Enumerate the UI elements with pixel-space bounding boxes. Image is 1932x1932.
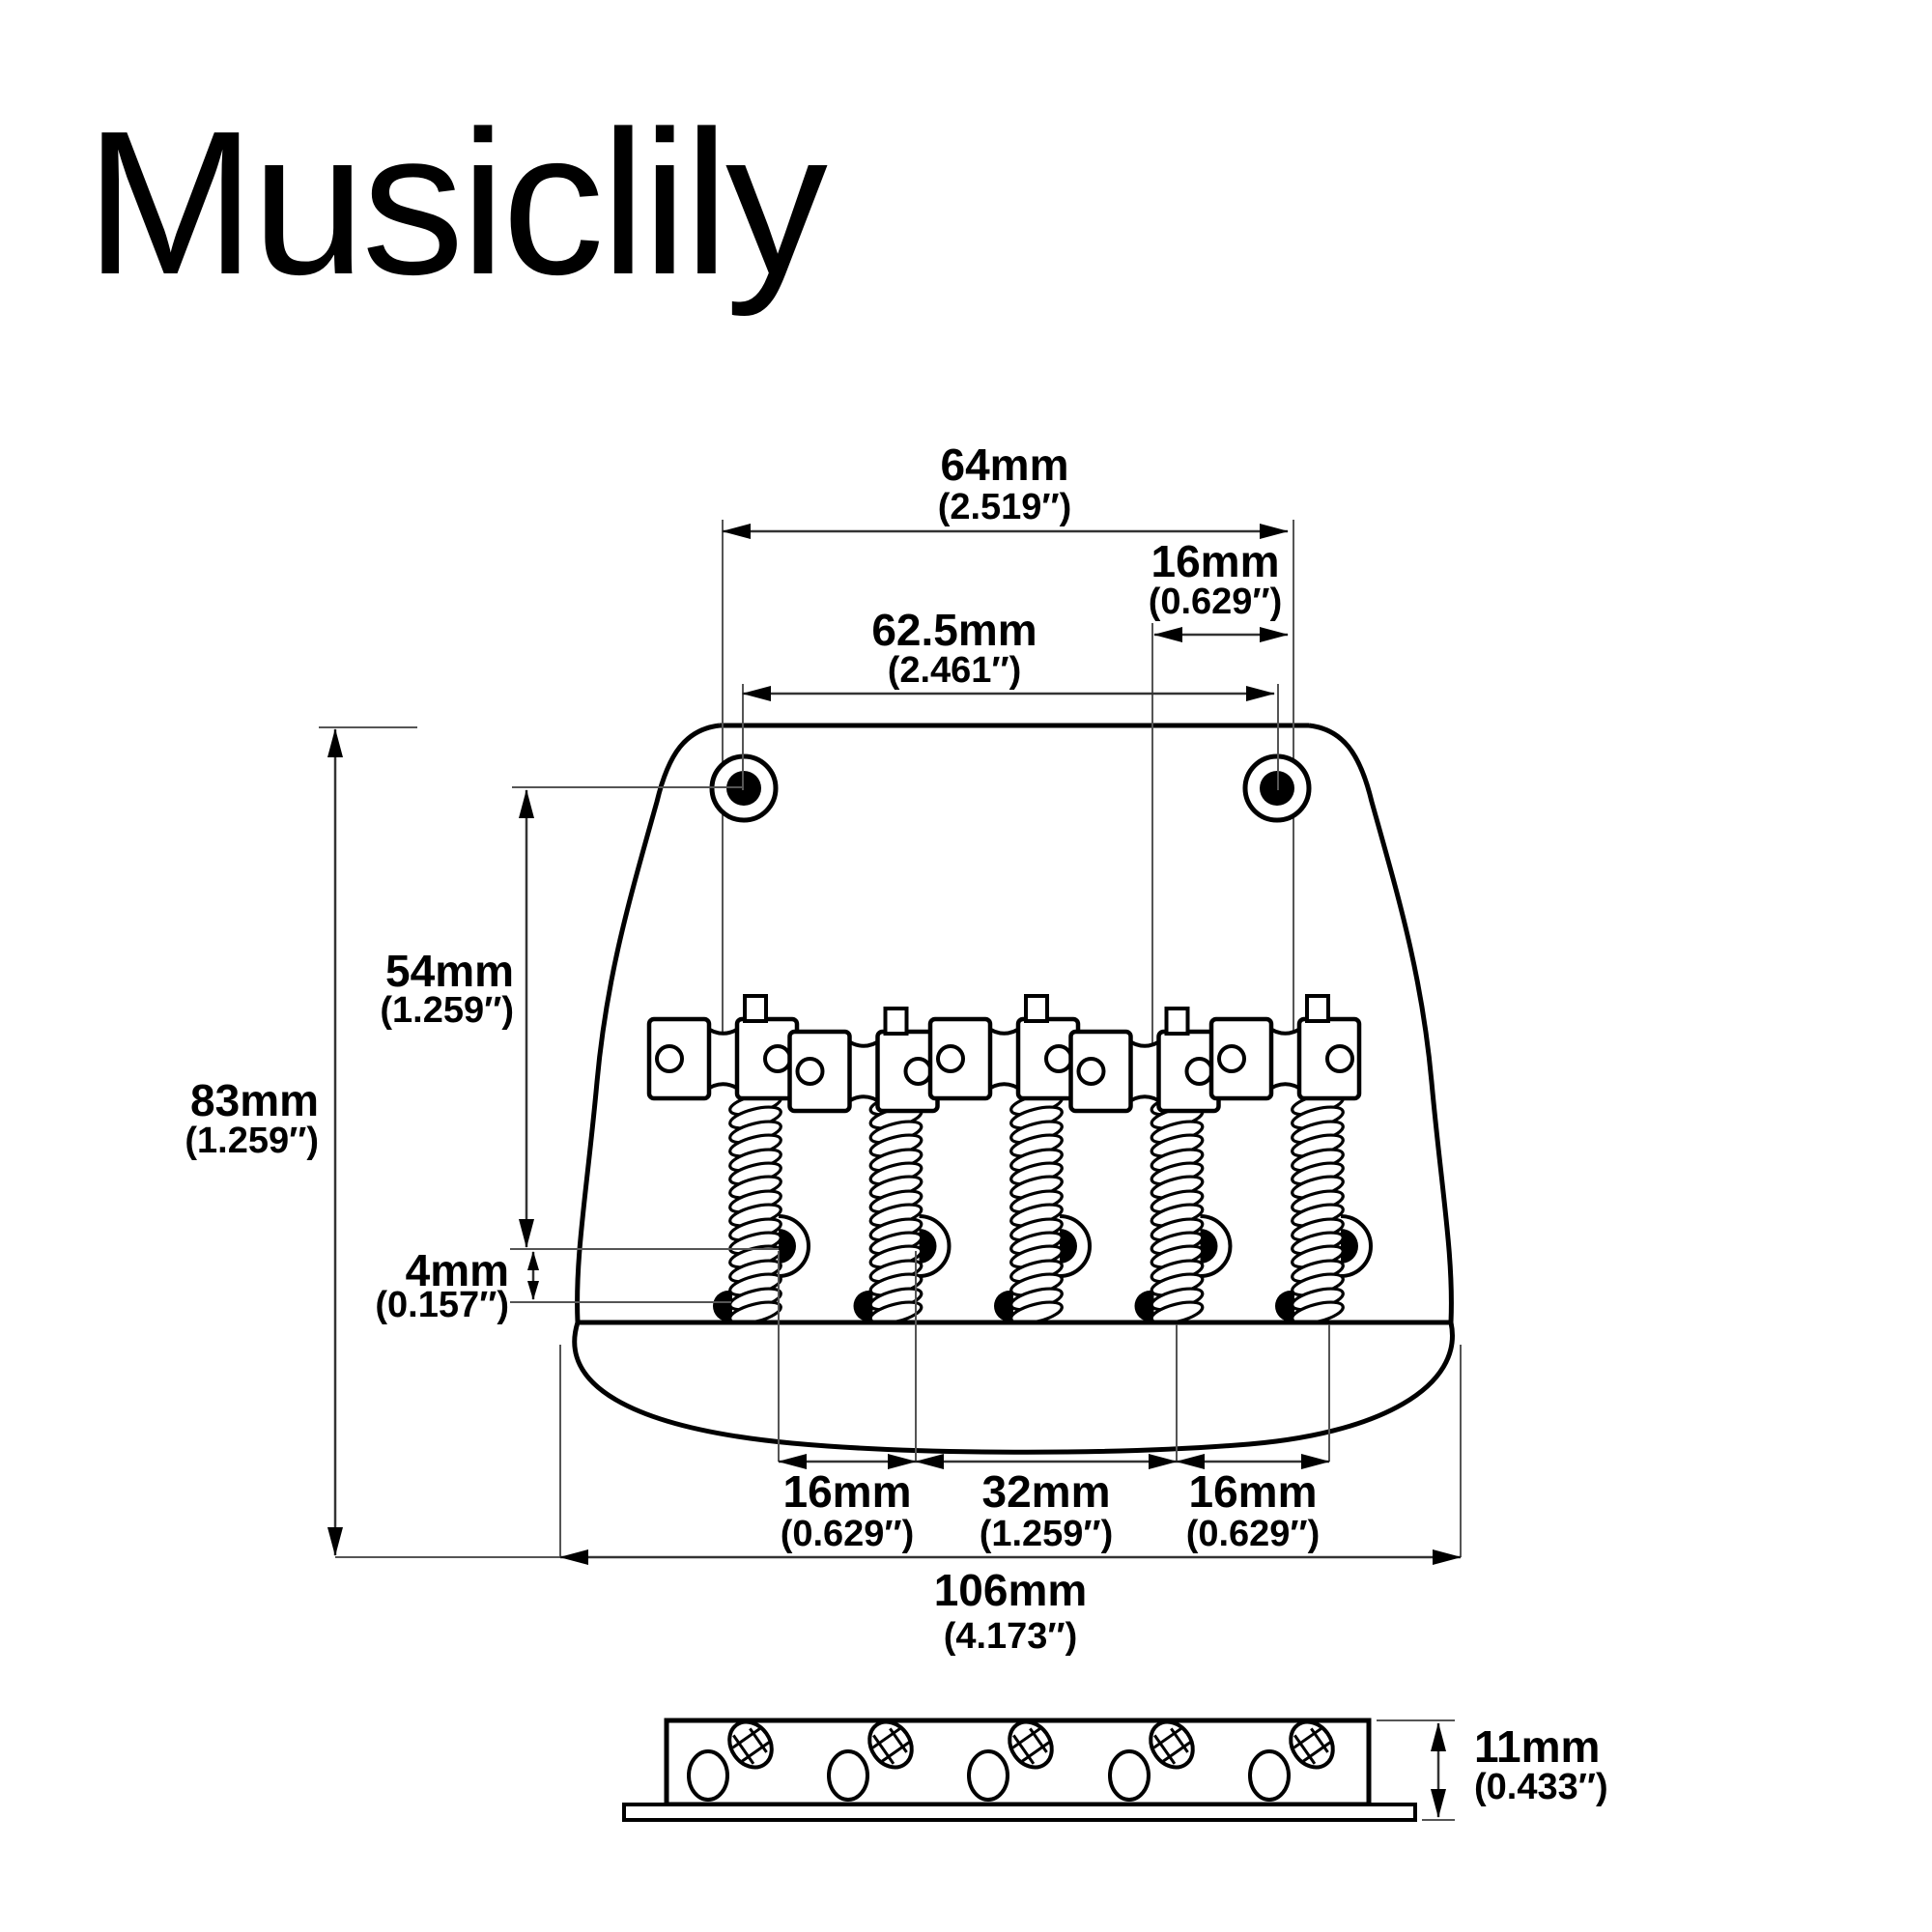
dim-4mm-inches: (0.157″) xyxy=(375,1285,509,1325)
dim-16mm-top-value: 16mm xyxy=(1151,536,1280,586)
dim-106mm-value: 106mm xyxy=(934,1565,1088,1615)
dim-32mm-value: 32mm xyxy=(982,1466,1111,1517)
side-view-base-plate xyxy=(622,1803,1417,1822)
dim-83mm-inches: (1.259″) xyxy=(185,1121,319,1161)
dim-64mm-inches: (2.519″) xyxy=(938,487,1072,527)
dim-64mm-value: 64mm xyxy=(941,440,1069,490)
bottom-tray xyxy=(572,1321,1455,1455)
dim-54mm-value: 54mm xyxy=(385,946,514,996)
dimension-labels: 64mm (2.519″) 16mm (0.629″) 62.5mm (2.46… xyxy=(185,440,1607,1807)
dim-16mm-br-inches: (0.629″) xyxy=(1186,1514,1321,1554)
dim-83mm-value: 83mm xyxy=(190,1075,319,1125)
screw-heads-lower xyxy=(713,1291,1306,1321)
dim-54mm-inches: (1.259″) xyxy=(380,990,514,1031)
dim-16mm-br-value: 16mm xyxy=(1189,1466,1318,1517)
body-left-edge xyxy=(575,723,721,1323)
dim-16mm-bl-value: 16mm xyxy=(783,1466,912,1517)
dim-11mm-inches: (0.433″) xyxy=(1474,1767,1608,1807)
dim-11mm-value: 11mm xyxy=(1474,1721,1600,1772)
dim-16mm-bl-inches: (0.629″) xyxy=(781,1514,915,1554)
body-right-edge xyxy=(1308,723,1454,1323)
dim-16mm-top-inches: (0.629″) xyxy=(1149,582,1283,622)
dim-62-5mm-inches: (2.461″) xyxy=(888,650,1022,691)
dim-62-5mm-value: 62.5mm xyxy=(871,605,1037,655)
dimension-lines xyxy=(319,524,1462,1821)
logo-text: Musiclily xyxy=(85,88,828,317)
bridge-side-view xyxy=(622,1712,1417,1822)
dim-32mm-inches: (1.259″) xyxy=(980,1514,1114,1554)
dim-4mm-value: 4mm xyxy=(406,1245,509,1295)
dim-106mm-inches: (4.173″) xyxy=(944,1616,1078,1657)
